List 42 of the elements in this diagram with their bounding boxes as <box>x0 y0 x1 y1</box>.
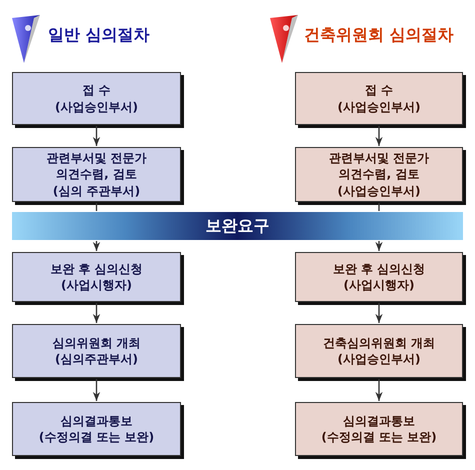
arrow <box>375 241 383 251</box>
arrow <box>92 379 100 401</box>
arrow <box>92 241 100 251</box>
process-box <box>12 72 181 125</box>
arrow <box>375 303 383 323</box>
department-text: (사업승인부서) <box>336 182 422 199</box>
process-box <box>295 252 463 302</box>
arrow <box>375 126 383 146</box>
department-text: (수정의결 또는 보완) <box>320 429 438 446</box>
step-text: 접 수 <box>81 82 112 98</box>
step-text: 관련부서및 전문가 의견수렴, 검토 <box>328 150 430 183</box>
band-banner <box>12 212 463 240</box>
department-text: (사업승인부서) <box>336 351 422 368</box>
step-text: 심의결과통보 <box>342 412 416 429</box>
department-text: (심의 주관부서) <box>52 182 142 199</box>
step-text: 심의위원회 개최 <box>51 334 142 351</box>
process-box <box>12 402 181 456</box>
department-text: (사업시행자) <box>60 277 133 294</box>
department-text: (사업시행자) <box>342 277 416 294</box>
department-text: (사업승인부서) <box>336 98 422 115</box>
step-text: 관련부서및 전문가 의견수렴, 검토 <box>45 150 148 183</box>
process-box <box>12 147 181 202</box>
process-box <box>295 324 463 378</box>
step-text: 건축심의위원회 개최 <box>322 334 436 351</box>
step-text: 보완 후 심의신청 <box>49 260 144 277</box>
process-box <box>295 147 463 202</box>
arrow <box>92 126 100 146</box>
process-box <box>295 402 463 456</box>
process-box <box>295 72 463 125</box>
step-text: 심의결과통보 <box>60 412 134 429</box>
department-text: (사업승인부서) <box>54 98 139 115</box>
department-text: (심의주관부서) <box>54 351 139 368</box>
step-text: 보완요구 <box>204 215 270 237</box>
column-heading: 일반 심의절차 <box>48 25 150 46</box>
step-text: 접 수 <box>364 82 394 98</box>
column-heading: 건축위원회 심의절차 <box>304 25 454 46</box>
arrow <box>375 379 383 401</box>
process-box <box>12 324 181 378</box>
arrow <box>92 303 100 323</box>
step-text: 보완 후 심의신청 <box>332 260 426 277</box>
department-text: (수정의결 또는 보완) <box>38 429 156 446</box>
process-box <box>12 252 181 302</box>
